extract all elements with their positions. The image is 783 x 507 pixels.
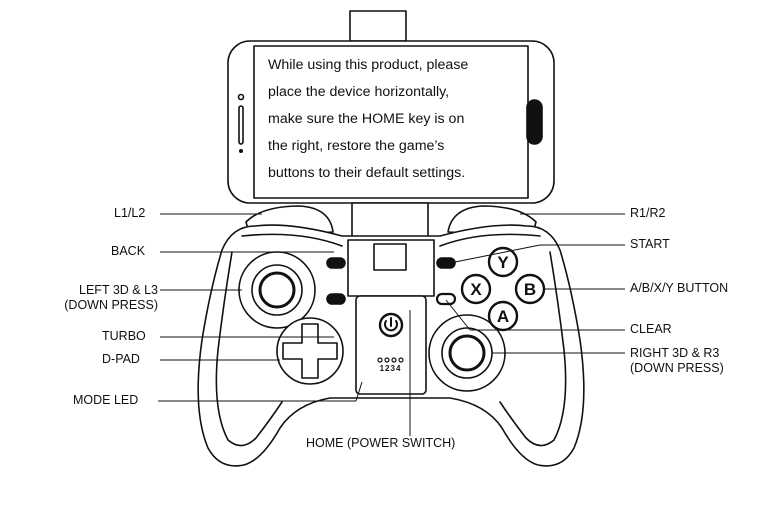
start-button xyxy=(436,257,456,269)
label-mode-led: MODE LED xyxy=(73,393,139,407)
clamp-top-tab xyxy=(349,10,407,42)
label-left-stick: LEFT 3D & L3 (DOWN PRESS) xyxy=(33,283,158,313)
label-start: START xyxy=(630,237,670,251)
phone-screen-message: While using this product, please place t… xyxy=(268,52,513,187)
left-grip-contour xyxy=(215,251,283,447)
label-right-stick-line1: RIGHT 3D & R3 xyxy=(630,346,720,360)
left-stick-base xyxy=(238,251,316,329)
phone-home-key xyxy=(526,99,543,145)
label-clear: CLEAR xyxy=(630,322,672,336)
phone-camera-icon xyxy=(237,93,245,101)
screen-line: make sure the HOME key is on xyxy=(268,111,465,127)
mode-led-dots xyxy=(377,357,404,363)
x-button xyxy=(460,273,492,305)
left-stick-ring xyxy=(251,264,303,316)
right-grip-contour xyxy=(499,251,567,447)
label-r1-r2: R1/R2 xyxy=(630,206,666,220)
screen-line: the right, restore the game’s xyxy=(268,138,445,154)
phone-screen xyxy=(253,45,529,199)
screen-line: place the device horizontally, xyxy=(268,84,450,100)
right-face-contour xyxy=(439,233,541,247)
mode-led-numbers: 1234 xyxy=(380,364,402,373)
y-button xyxy=(487,246,519,278)
label-right-stick-line2: (DOWN PRESS) xyxy=(630,361,724,375)
label-right-stick: RIGHT 3D & R3 (DOWN PRESS) xyxy=(630,346,724,376)
center-slot xyxy=(373,243,407,271)
clamp-arm xyxy=(351,202,429,240)
x-button-label: X xyxy=(470,280,482,299)
clear-button xyxy=(435,292,457,306)
leader-lines xyxy=(158,213,625,436)
label-left-stick-line1: LEFT 3D & L3 xyxy=(79,283,158,297)
back-button xyxy=(326,257,346,269)
turbo-button xyxy=(326,293,346,305)
phone-speaker-icon xyxy=(238,105,244,145)
right-stick-cap xyxy=(448,334,486,372)
b-button-label: B xyxy=(524,280,536,299)
label-left-stick-line2: (DOWN PRESS) xyxy=(64,298,158,312)
power-icon-glyph xyxy=(384,317,398,332)
y-button-label: Y xyxy=(497,253,509,272)
screen-line: buttons to their default settings. xyxy=(268,165,466,181)
label-d-pad: D-PAD xyxy=(102,352,140,366)
power-icon xyxy=(378,312,404,338)
phone-sensor-icon xyxy=(239,149,244,154)
label-abxy-button: A/B/X/Y BUTTON xyxy=(630,281,729,295)
label-back: BACK xyxy=(111,244,146,258)
label-turbo: TURBO xyxy=(102,329,146,343)
label-l1-l2: L1/L2 xyxy=(114,206,146,220)
center-lower-panel xyxy=(355,295,427,395)
dpad-cross xyxy=(282,323,338,379)
screen-line: While using this product, please xyxy=(268,57,469,73)
left-stick-cap xyxy=(258,271,296,309)
label-home-power-switch: HOME (POWER SWITCH) xyxy=(306,436,456,450)
left-face-contour xyxy=(241,233,343,247)
a-button-label: A xyxy=(497,307,509,326)
